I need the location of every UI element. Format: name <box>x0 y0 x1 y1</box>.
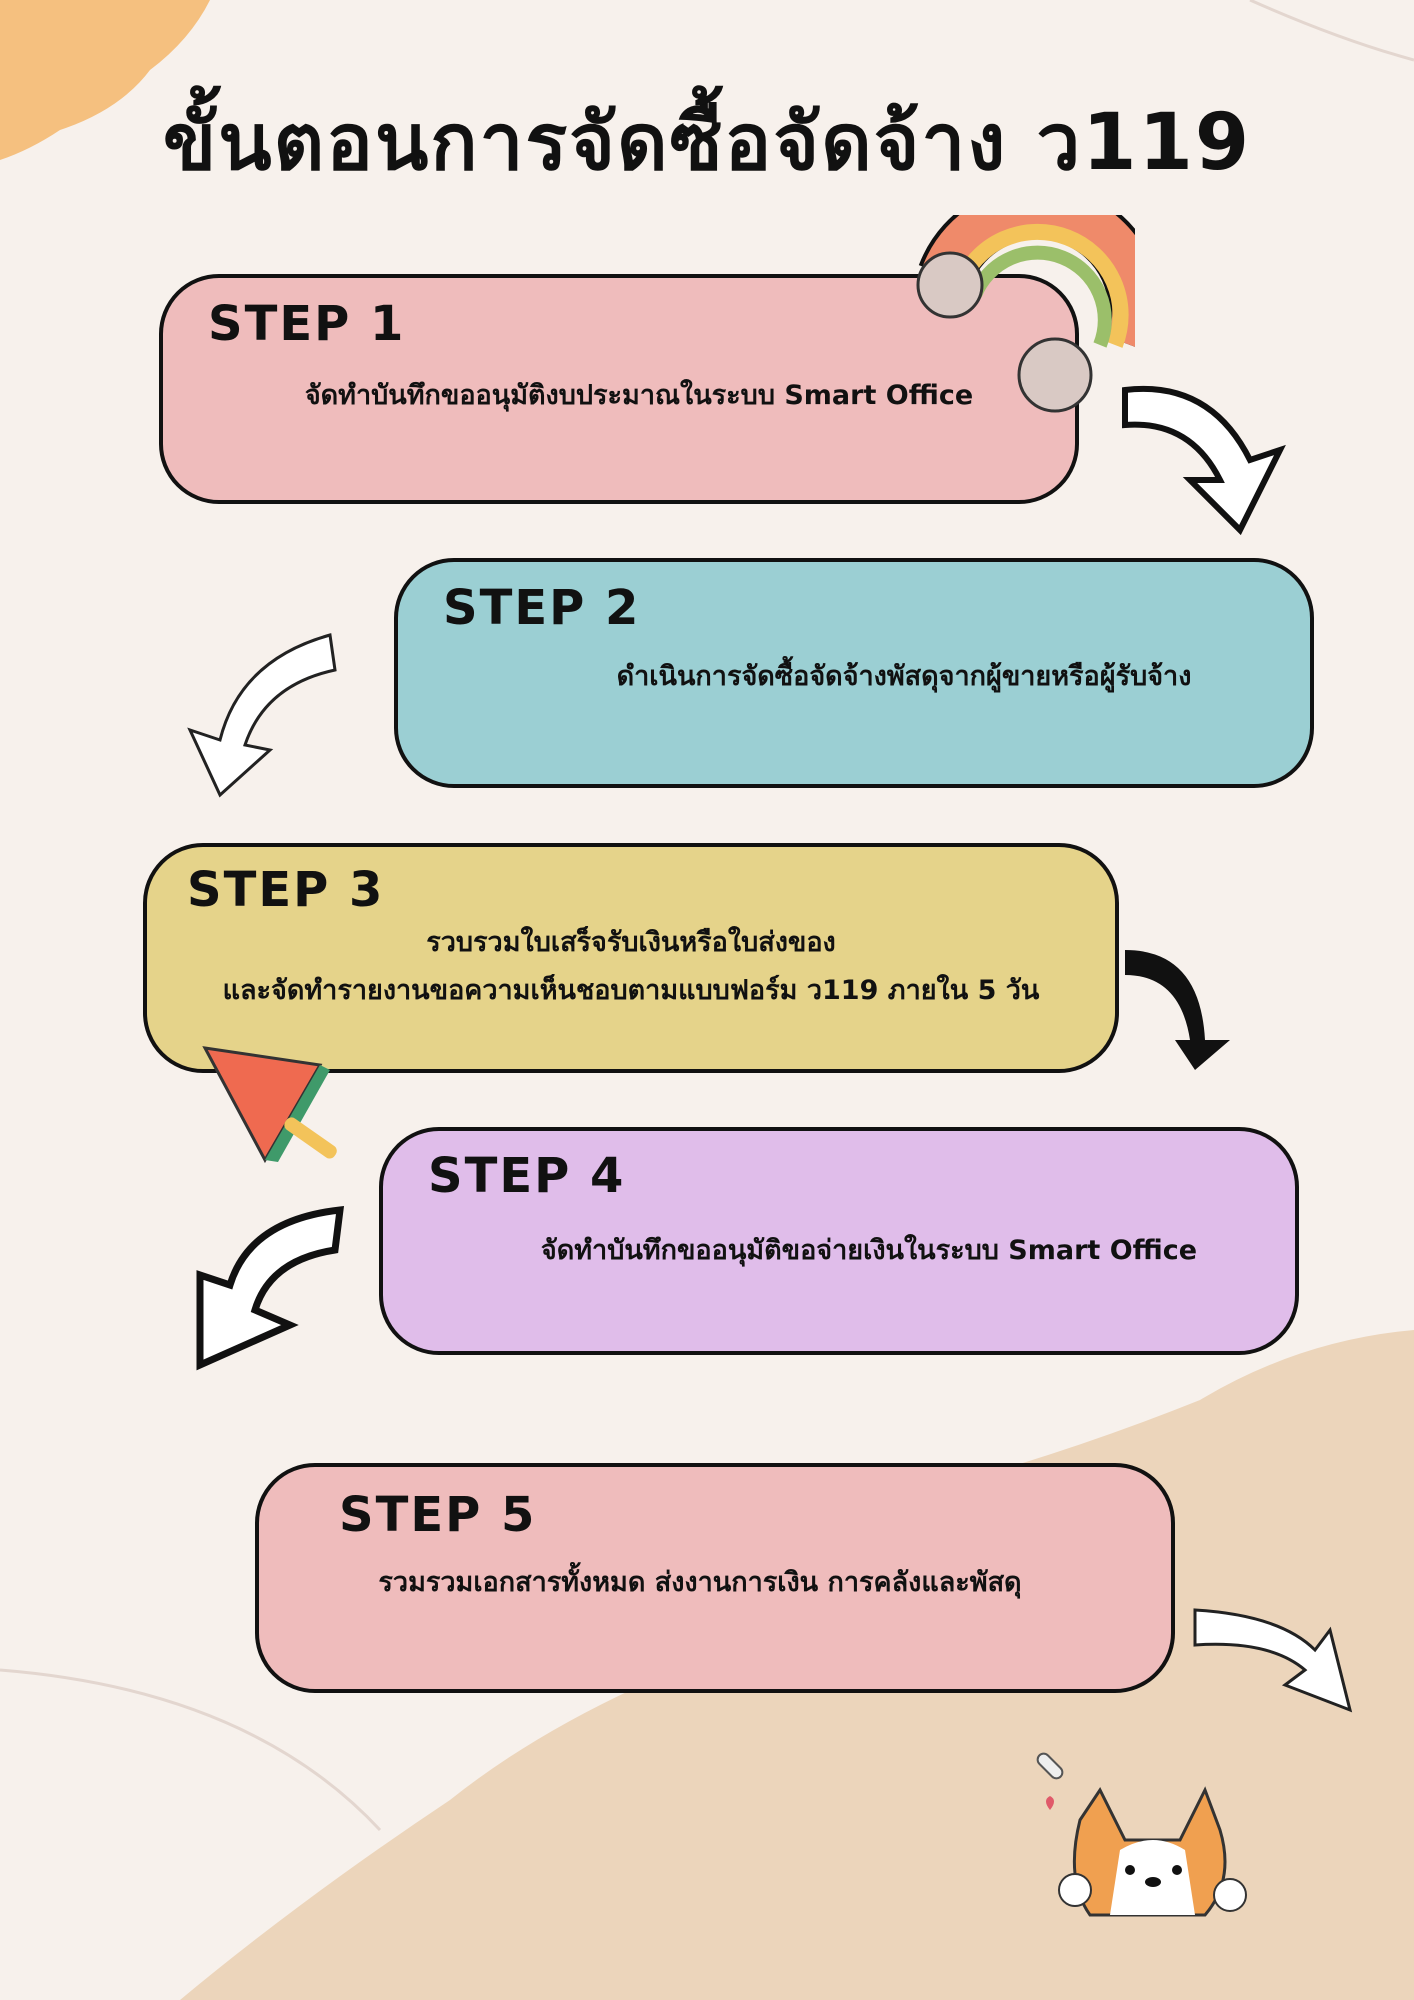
step-label: STEP 4 <box>428 1148 626 1204</box>
step-1-card: STEP 1 จัดทำบันทึกขออนุมัติงบประมาณในระบ… <box>159 274 1079 504</box>
rainbow-icon <box>916 215 1135 413</box>
striped-arrow-icon <box>1193 1608 1353 1713</box>
step-3-card: STEP 3 รวบรวมใบเสร็จรับเงินหรือใบส่งของ … <box>143 843 1119 1073</box>
page-title: ขั้นตอนการจัดซื้อจัดจ้าง ว119 <box>162 98 1252 188</box>
step-4-card: STEP 4 จัดทำบันทึกขออนุมัติขอจ่ายเงินในร… <box>379 1127 1299 1355</box>
arrow-icon <box>1122 385 1286 536</box>
step-label: STEP 2 <box>443 580 641 636</box>
corgi-dog-icon <box>1036 1752 1247 1917</box>
arrow-icon <box>196 1206 345 1371</box>
arrow-icon <box>1125 950 1230 1070</box>
striped-arrow-icon <box>187 633 337 798</box>
step-description: รวบรวมใบเสร็จรับเงินหรือใบส่งของ <box>426 927 836 958</box>
step-5-card: STEP 5 รวมรวมเอกสารทั้งหมด ส่งงานการเงิน… <box>255 1463 1175 1693</box>
step-description: จัดทำบันทึกขออนุมัติงบประมาณในระบบ Smart… <box>304 380 974 411</box>
step-2-card: STEP 2 ดำเนินการจัดซื้อจัดจ้างพัสดุจากผู… <box>394 558 1314 788</box>
step-label: STEP 1 <box>208 296 406 352</box>
step-description: ดำเนินการจัดซื้อจัดจ้างพัสดุจากผู้ขายหรื… <box>616 661 1192 692</box>
step-description-line-2: และจัดทำรายงานขอความเห็นชอบตามแบบฟอร์ม ว… <box>222 975 1040 1006</box>
step-description: รวมรวมเอกสารทั้งหมด ส่งงานการเงิน การคลั… <box>378 1567 1022 1598</box>
step-label: STEP 5 <box>339 1487 537 1543</box>
step-label: STEP 3 <box>187 862 385 918</box>
step-description: จัดทำบันทึกขออนุมัติขอจ่ายเงินในระบบ Sma… <box>540 1235 1198 1266</box>
watermelon-icon <box>202 1046 337 1164</box>
